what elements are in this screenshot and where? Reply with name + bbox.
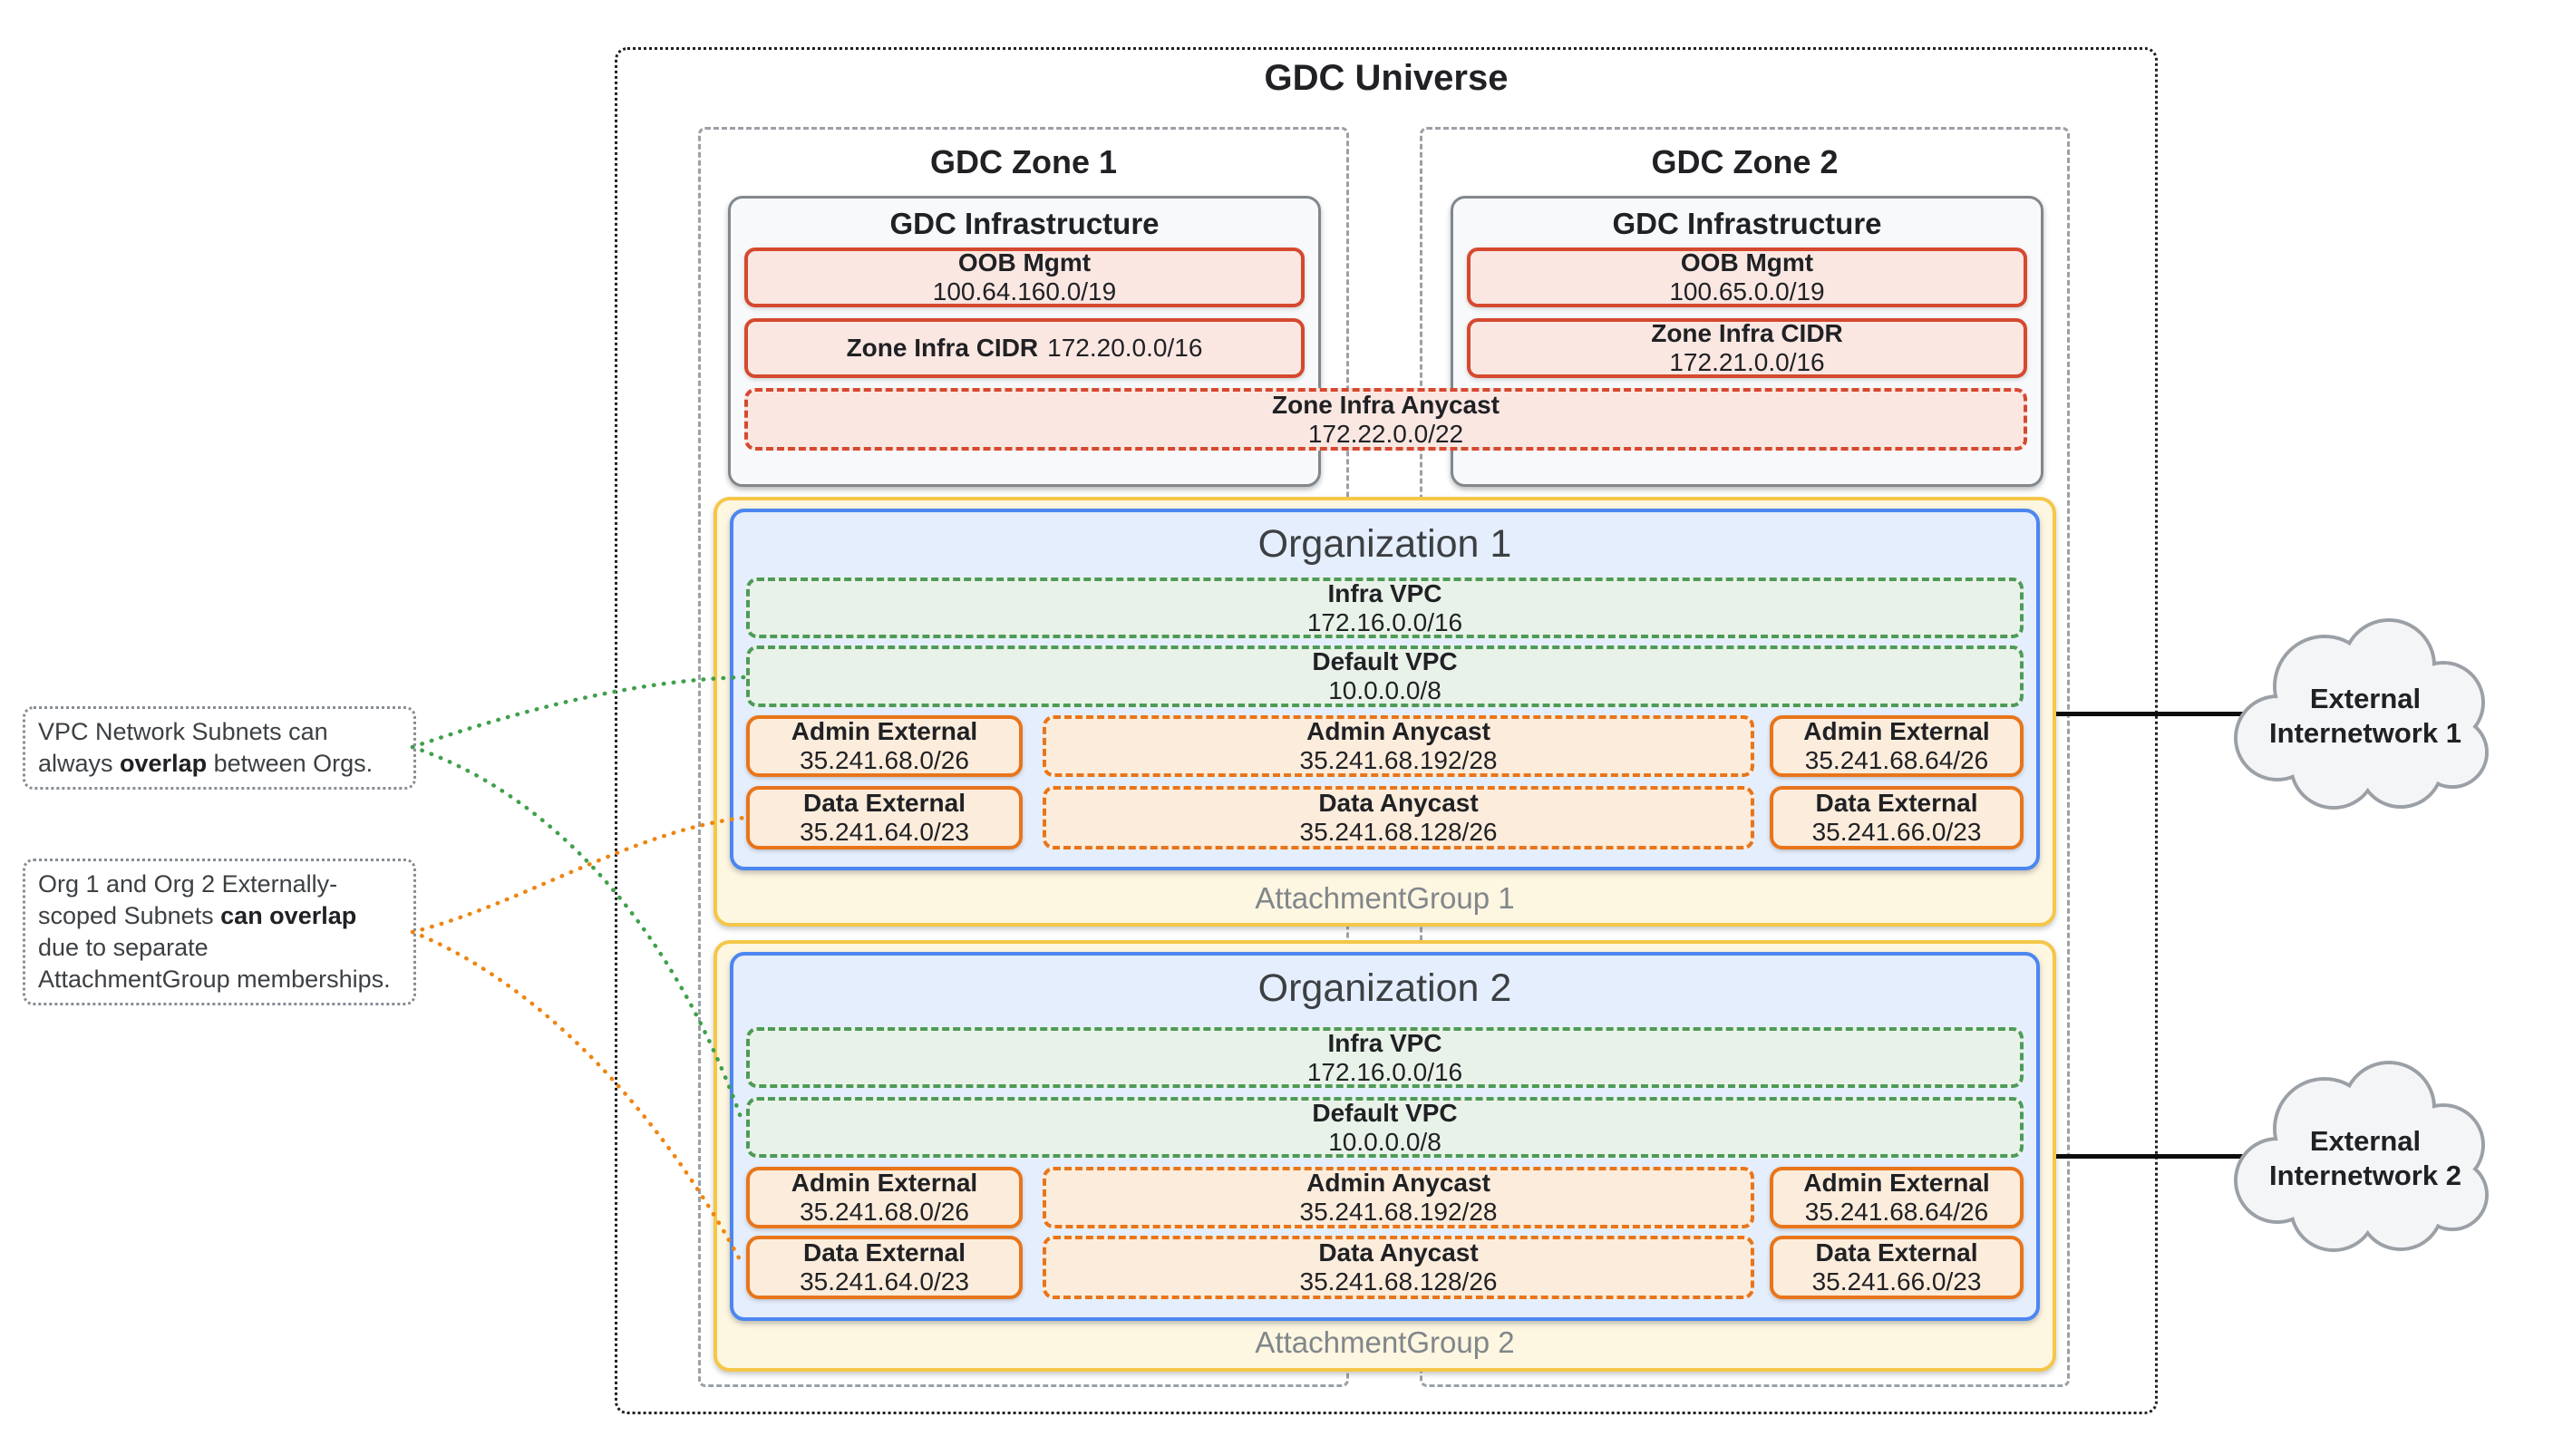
cloud-label-line2: Internetwork 1 bbox=[2269, 716, 2461, 749]
subnet-label: Admin Anycast bbox=[1306, 1169, 1490, 1197]
oob-label: OOB Mgmt bbox=[1680, 248, 1814, 277]
subnet-cidr: 35.241.64.0/23 bbox=[800, 818, 969, 846]
subnet-cidr: 35.241.68.64/26 bbox=[1804, 746, 1989, 774]
org1-admin-anycast-box: Admin Anycast 35.241.68.192/28 bbox=[1043, 715, 1754, 777]
cloud-label-line1: External bbox=[2309, 1124, 2422, 1157]
zone-1-oob-mgmt-box: OOB Mgmt 100.64.160.0/19 bbox=[744, 248, 1305, 307]
cloud-label: External Internetwork 1 bbox=[2223, 609, 2495, 822]
org2-data-external-right-box: Data External 35.241.66.0/23 bbox=[1770, 1236, 2024, 1299]
zone-1-infra-cidr-box: Zone Infra CIDR 172.20.0.0/16 bbox=[744, 318, 1305, 378]
subnet-cidr: 35.241.68.64/26 bbox=[1804, 1198, 1989, 1226]
org2-admin-anycast-box: Admin Anycast 35.241.68.192/28 bbox=[1043, 1167, 1754, 1228]
subnet-label: Data Anycast bbox=[1318, 1238, 1479, 1267]
vpc-cidr: 10.0.0.0/8 bbox=[1328, 676, 1442, 704]
org2-data-external-left-box: Data External 35.241.64.0/23 bbox=[746, 1236, 1023, 1299]
attachment-group-2-label: AttachmentGroup 2 bbox=[1255, 1325, 1515, 1359]
annotation-text: between Orgs. bbox=[207, 750, 374, 777]
vpc-cidr: 10.0.0.0/8 bbox=[1328, 1127, 1442, 1156]
zone-infra-anycast-box: Zone Infra Anycast 172.22.0.0/22 bbox=[744, 388, 2027, 451]
org1-data-anycast-box: Data Anycast 35.241.68.128/26 bbox=[1043, 786, 1754, 849]
vpc-label: Default VPC bbox=[1312, 647, 1458, 675]
subnet-label: Data External bbox=[803, 789, 966, 817]
org1-infra-vpc-box: Infra VPC 172.16.0.0/16 bbox=[746, 578, 2024, 638]
link-org1-internetwork1 bbox=[2056, 712, 2247, 716]
cloud-label-line1: External bbox=[2309, 682, 2422, 714]
annotation-externally-scoped-overlap: Org 1 and Org 2 Externally-scoped Subnet… bbox=[23, 859, 416, 1005]
org1-default-vpc-box: Default VPC 10.0.0.0/8 bbox=[746, 645, 2024, 707]
zone-1-title: GDC Zone 1 bbox=[929, 143, 1117, 180]
link-org2-internetwork2 bbox=[2056, 1154, 2247, 1159]
cloud-icon bbox=[2234, 1061, 2489, 1252]
org2-admin-external-left-box: Admin External 35.241.68.0/26 bbox=[746, 1167, 1023, 1228]
zone-infra-cidr-label: Zone Infra CIDR bbox=[1651, 319, 1843, 347]
anycast-label: Zone Infra Anycast bbox=[1271, 390, 1500, 419]
vpc-label: Default VPC bbox=[1312, 1098, 1458, 1127]
organization-2-title: Organization 2 bbox=[1257, 966, 1512, 1010]
annotation-overlap-between-orgs: VPC Network Subnets can always overlap b… bbox=[23, 706, 416, 790]
subnet-label: Admin External bbox=[791, 1169, 978, 1197]
vpc-cidr: 172.16.0.0/16 bbox=[1306, 1057, 1463, 1086]
subnet-label: Data External bbox=[1815, 1238, 1978, 1267]
subnet-label: Data Anycast bbox=[1318, 789, 1479, 817]
cloud-label-line2: Internetwork 2 bbox=[2269, 1159, 2461, 1191]
oob-cidr: 100.64.160.0/19 bbox=[932, 277, 1117, 306]
annotation-text: Org 1 and Org 2 Externally-scoped Subnet… bbox=[38, 870, 338, 929]
org1-admin-external-right-box: Admin External 35.241.68.64/26 bbox=[1770, 715, 2024, 777]
organization-1-title: Organization 1 bbox=[1257, 522, 1512, 566]
annotation-bold-text: can overlap bbox=[220, 902, 357, 929]
subnet-cidr: 35.241.64.0/23 bbox=[800, 1267, 969, 1296]
zone-infra-cidr-label: Zone Infra CIDR bbox=[846, 334, 1039, 362]
subnet-label: Admin External bbox=[1803, 1169, 1990, 1197]
zone-2-infrastructure-title: GDC Infrastructure bbox=[1612, 207, 1882, 240]
vpc-label: Infra VPC bbox=[1327, 1028, 1442, 1057]
zone-2-oob-mgmt-box: OOB Mgmt 100.65.0.0/19 bbox=[1467, 248, 2027, 307]
subnet-label: Admin External bbox=[1803, 717, 1990, 745]
org2-data-anycast-box: Data Anycast 35.241.68.128/26 bbox=[1043, 1236, 1754, 1299]
subnet-cidr: 35.241.68.0/26 bbox=[800, 1198, 969, 1226]
oob-label: OOB Mgmt bbox=[957, 248, 1092, 277]
vpc-cidr: 172.16.0.0/16 bbox=[1306, 607, 1463, 636]
zone-2-infra-cidr-box: Zone Infra CIDR 172.21.0.0/16 bbox=[1467, 318, 2027, 378]
vpc-label: Infra VPC bbox=[1327, 578, 1442, 607]
annotation-bold-text: overlap bbox=[120, 750, 208, 777]
subnet-cidr: 35.241.68.192/28 bbox=[1299, 746, 1498, 774]
subnet-cidr: 35.241.68.128/26 bbox=[1299, 1267, 1498, 1296]
cloud-icon bbox=[2234, 618, 2489, 810]
cloud-label: External Internetwork 2 bbox=[2223, 1052, 2495, 1265]
oob-cidr: 100.65.0.0/19 bbox=[1669, 277, 1825, 306]
org2-admin-external-right-box: Admin External 35.241.68.64/26 bbox=[1770, 1167, 2024, 1228]
subnet-cidr: 35.241.68.128/26 bbox=[1299, 818, 1498, 846]
zone-infra-cidr-value: 172.20.0.0/16 bbox=[1047, 334, 1203, 362]
org2-infra-vpc-box: Infra VPC 172.16.0.0/16 bbox=[746, 1027, 2024, 1088]
org1-admin-external-left-box: Admin External 35.241.68.0/26 bbox=[746, 715, 1023, 777]
subnet-cidr: 35.241.68.0/26 bbox=[800, 746, 969, 774]
external-internetwork-2-cloud: External Internetwork 2 bbox=[2223, 1052, 2495, 1265]
subnet-label: Admin External bbox=[791, 717, 978, 745]
universe-title: GDC Universe bbox=[1264, 58, 1509, 98]
org2-default-vpc-box: Default VPC 10.0.0.0/8 bbox=[746, 1097, 2024, 1158]
annotation-text: VPC Network Subnets can always bbox=[38, 718, 328, 777]
annotation-text: due to separate AttachmentGroup membersh… bbox=[38, 934, 391, 993]
subnet-cidr: 35.241.66.0/23 bbox=[1811, 818, 1982, 846]
org1-data-external-right-box: Data External 35.241.66.0/23 bbox=[1770, 786, 2024, 849]
subnet-label: Admin Anycast bbox=[1306, 717, 1490, 745]
zone-1-infrastructure-title: GDC Infrastructure bbox=[889, 207, 1160, 240]
anycast-cidr: 172.22.0.0/22 bbox=[1307, 419, 1464, 448]
subnet-label: Data External bbox=[1815, 789, 1978, 817]
subnet-cidr: 35.241.68.192/28 bbox=[1299, 1198, 1498, 1226]
org1-data-external-left-box: Data External 35.241.64.0/23 bbox=[746, 786, 1023, 849]
external-internetwork-1-cloud: External Internetwork 1 bbox=[2223, 609, 2495, 822]
zone-2-title: GDC Zone 2 bbox=[1651, 143, 1839, 180]
subnet-cidr: 35.241.66.0/23 bbox=[1811, 1267, 1982, 1296]
zone-infra-cidr-value: 172.21.0.0/16 bbox=[1669, 348, 1825, 376]
attachment-group-1-label: AttachmentGroup 1 bbox=[1255, 881, 1515, 915]
subnet-label: Data External bbox=[803, 1238, 966, 1267]
